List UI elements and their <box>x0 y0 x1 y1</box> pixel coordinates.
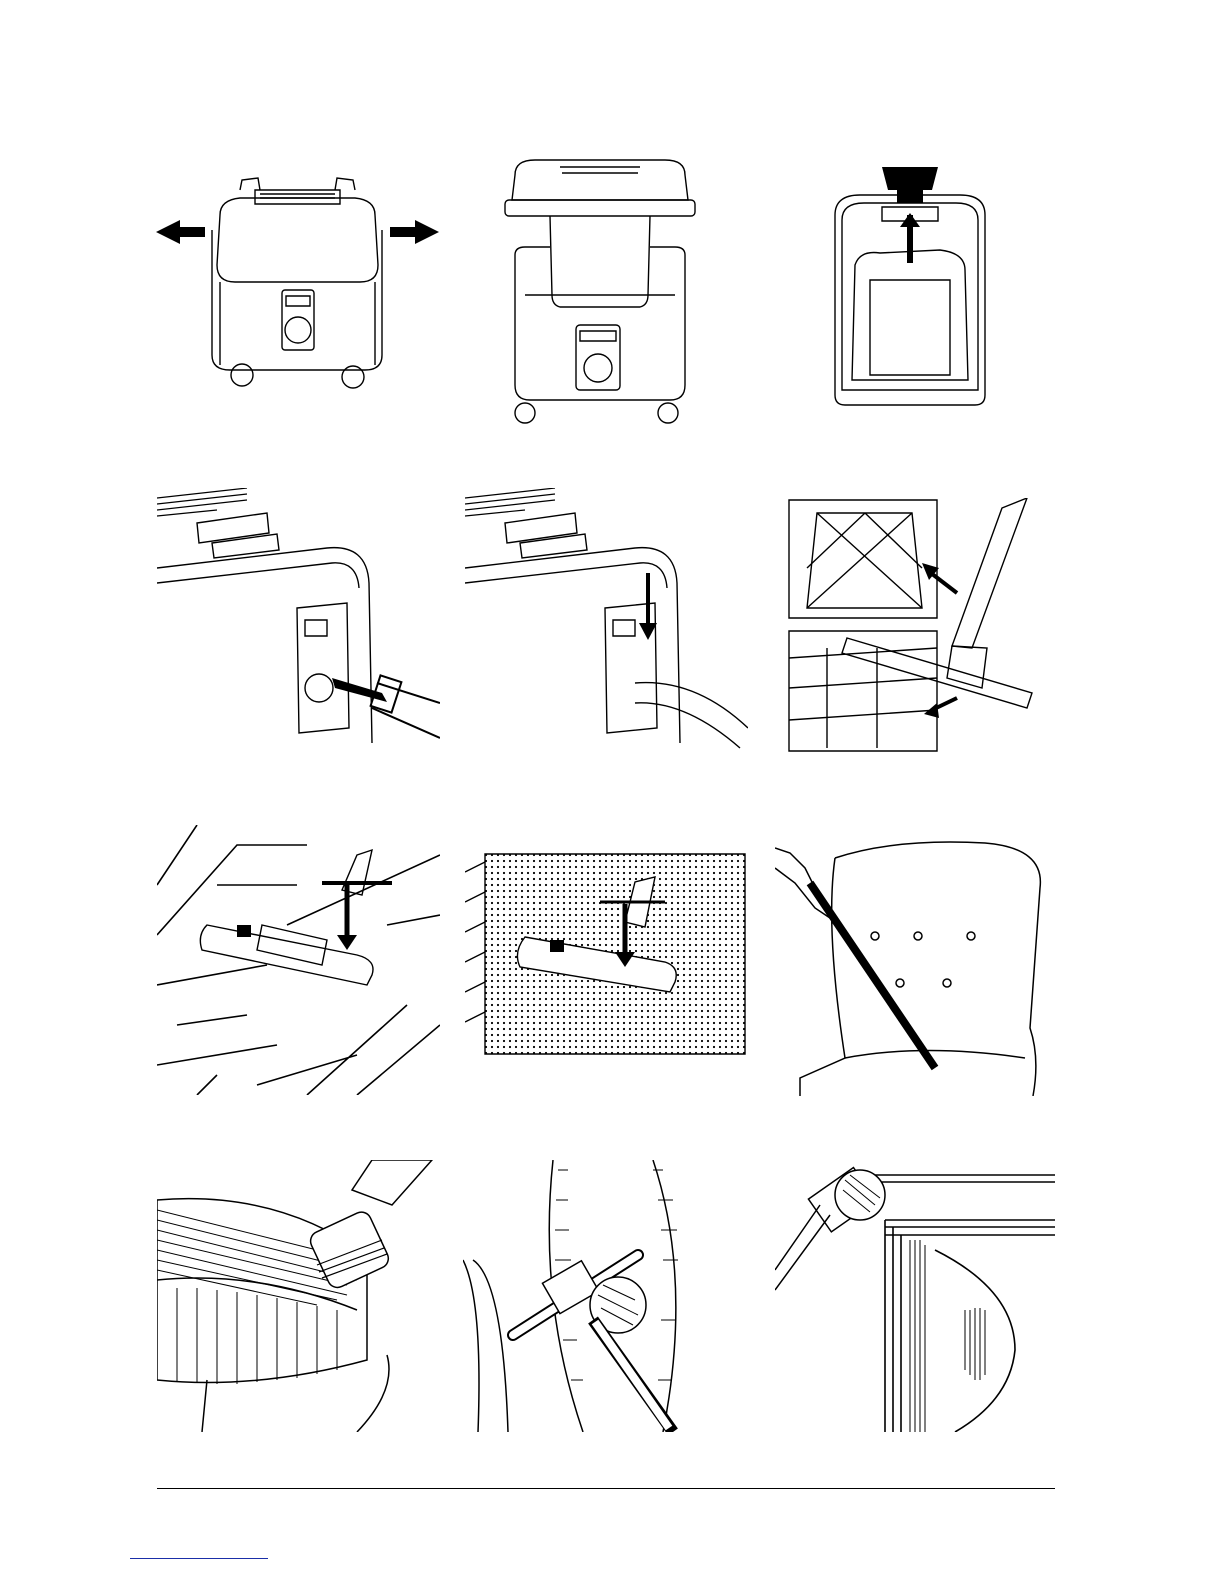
dusting-brush-table-icon <box>157 1160 437 1432</box>
upholstery-cleaning-icon <box>775 828 1053 1096</box>
dust-bag-insert-icon <box>820 155 1000 415</box>
floor-nozzle-carpet-hard-floor-icon <box>787 498 1052 756</box>
nozzle-brush-up-carpet-icon <box>465 852 748 1057</box>
nozzle-brush-down-hard-floor-icon <box>157 825 440 1095</box>
footer-rule <box>157 1488 1055 1489</box>
footer-link-underline <box>130 1558 268 1559</box>
vacuum-clips-release-icon <box>150 170 445 395</box>
vacuum-lid-lift-icon <box>500 155 700 430</box>
hose-connect-icon <box>157 488 440 760</box>
dusting-brush-frame-icon <box>775 1160 1055 1432</box>
hose-release-icon <box>465 488 748 760</box>
dusting-brush-curtain-icon <box>463 1160 708 1432</box>
